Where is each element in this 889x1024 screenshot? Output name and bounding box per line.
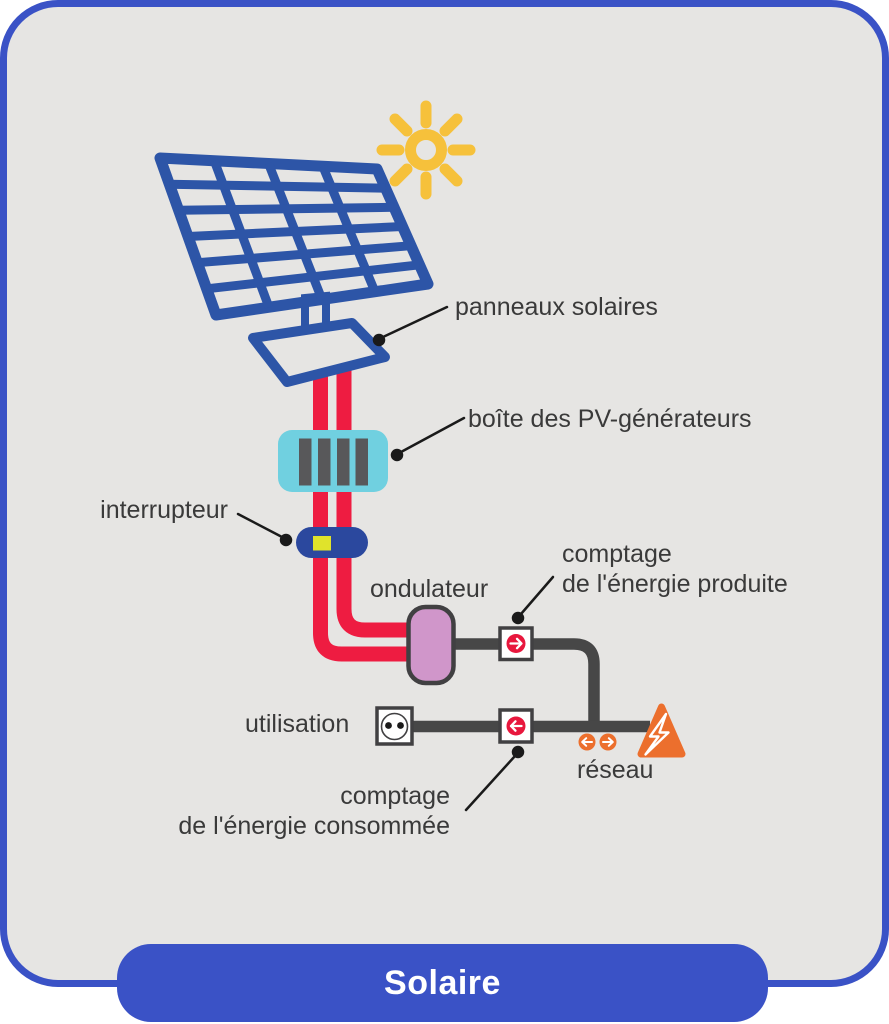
panel-stand-base (248, 318, 390, 387)
dc-cables (313, 350, 409, 662)
label-grid: réseau (577, 756, 654, 784)
label-usage: utilisation (245, 710, 350, 738)
consumption-meter-icon (498, 708, 534, 744)
solar-panel-icon (154, 152, 434, 321)
solar-energy-diagram: panneaux solaires boîte des PV-générateu… (100, 100, 788, 841)
label-production-meter-line1: comptage (562, 540, 672, 568)
inverter-icon (406, 604, 456, 686)
label-production-meter-line2: de l'énergie produite (562, 570, 788, 598)
label-inverter: ondulateur (370, 575, 489, 603)
label-consumption-meter-line1: comptage (340, 782, 450, 810)
diagram-canvas (154, 100, 686, 812)
banner-title: Solaire (384, 963, 501, 1002)
grid-lightning-icon (637, 703, 686, 758)
label-production-meter: comptage de l'énergie produite (562, 539, 788, 599)
switch-icon (296, 527, 368, 558)
label-pv-generator-box: boîte des PV-générateurs (468, 405, 752, 433)
leader-lines (236, 305, 555, 812)
sun-icon (376, 100, 476, 200)
label-switch: interrupteur (100, 496, 228, 524)
power-socket-icon (375, 706, 414, 746)
label-consumption-meter: comptage de l'énergie consommée (120, 781, 450, 841)
exchange-arrows-icon (578, 733, 617, 751)
label-solar-panels: panneaux solaires (455, 293, 658, 321)
banner: Solaire (117, 944, 768, 1022)
label-consumption-meter-line2: de l'énergie consommée (178, 812, 450, 840)
production-meter-icon (498, 626, 534, 662)
pv-generator-box-icon (278, 430, 388, 492)
